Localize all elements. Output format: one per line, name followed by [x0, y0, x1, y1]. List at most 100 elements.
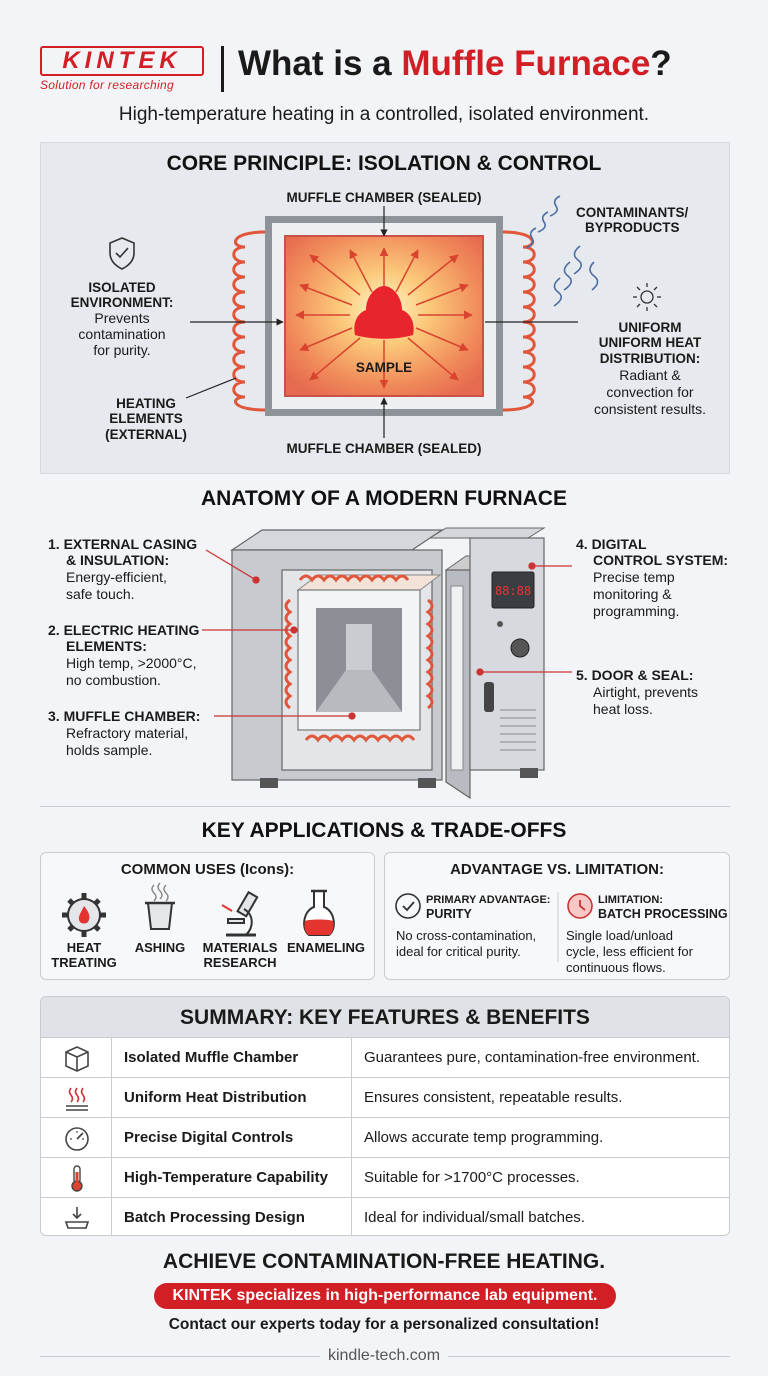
core-principle-heading: CORE PRINCIPLE: ISOLATION & CONTROL — [166, 152, 602, 175]
logo-tagline: Solution for researching — [40, 78, 174, 92]
advantage-label: PRIMARY ADVANTAGE: — [426, 894, 551, 906]
door-handle[interactable] — [484, 682, 494, 712]
advantage-name: PURITY — [426, 907, 472, 921]
label-chamber-top: MUFFLE CHAMBER (SEALED) — [286, 190, 482, 205]
anatomy-5-desc-b: heat loss. — [593, 701, 653, 717]
anatomy-2-desc-b: no combustion. — [66, 672, 161, 688]
advantage-desc-b: ideal for critical purity. — [396, 944, 521, 959]
tradeoff-icons — [395, 892, 593, 962]
chamber-floor — [316, 670, 402, 712]
anatomy-4-desc-c: programming. — [593, 603, 680, 619]
feature-benefit: Guarantees pure, contamination-free envi… — [364, 1049, 701, 1066]
limitation-label: LIMITATION: — [598, 894, 663, 906]
anatomy-2-title-b: ELEMENTS: — [66, 638, 147, 654]
kintek-logo[interactable]: KINTEK — [40, 46, 204, 76]
table-row: Batch Processing Design Ideal for indivi… — [41, 1197, 729, 1235]
anatomy-1-title-a: 1. EXTERNAL CASING — [48, 536, 198, 552]
digital-display — [491, 571, 535, 609]
anatomy-2-desc-a: High temp, >2000°C, — [66, 655, 197, 671]
feature-benefit: Ideal for individual/small batches. — [364, 1209, 585, 1226]
pointer-heating — [185, 377, 237, 399]
use-label-1b: TREATING — [51, 955, 117, 970]
page-title: What is a Muffle Furnace? — [238, 44, 672, 84]
title-suffix: ? — [650, 44, 672, 83]
label-uniform-3: DISTRIBUTION: — [599, 351, 701, 366]
box-icon — [55, 1044, 99, 1072]
display-readout: 88:88 — [495, 584, 531, 598]
tradeoff-box: ADVANTAGE VS. LIMITATION: — [384, 852, 730, 980]
chamber-back — [346, 624, 372, 670]
label-heating-1: HEATING — [116, 396, 176, 411]
feature-name: Batch Processing Design — [124, 1209, 305, 1226]
label-isolated-5: for purity. — [93, 342, 151, 358]
limitation-desc-a: Single load/unload — [566, 928, 673, 943]
label-uniform-2: UNIFORM HEAT — [598, 335, 702, 350]
logo-text: KINTEK — [62, 47, 182, 74]
anatomy-1-title-b: & INSULATION: — [66, 552, 170, 568]
crucible-icon — [145, 882, 175, 930]
label-isolated-1: ISOLATED — [88, 280, 156, 295]
header: KINTEK Solution for researching What is … — [0, 30, 768, 110]
label-isolated-2: ENVIRONMENT: — [70, 295, 174, 310]
foot-left — [260, 778, 278, 788]
use-label-3b: RESEARCH — [203, 955, 277, 970]
heating-coil-right — [502, 230, 536, 412]
anatomy-2-title-a: 2. ELECTRIC HEATING — [48, 622, 200, 638]
use-label-4: ENAMELING — [287, 940, 365, 955]
vent-slots — [500, 709, 536, 751]
callout-lines — [202, 549, 572, 720]
heating-coil-left — [232, 230, 266, 412]
sun-icon — [633, 283, 661, 311]
feature-benefit: Allows accurate temp programming. — [364, 1129, 604, 1146]
anatomy-4-desc-a: Precise temp — [593, 569, 675, 585]
heat-arrows — [295, 247, 473, 389]
summary-table: SUMMARY: KEY FEATURES & BENEFITS Isolate… — [40, 996, 730, 1236]
page-subtitle: High-temperature heating in a controlled… — [118, 104, 650, 125]
label-chamber-bottom: MUFFLE CHAMBER (SEALED) — [286, 441, 482, 456]
use-label-1a: HEAT — [66, 940, 102, 955]
label-sample: SAMPLE — [355, 360, 413, 375]
foot-right — [520, 768, 538, 778]
door-seal — [450, 585, 464, 771]
title-accent: Muffle Furnace — [401, 44, 651, 83]
limitation-desc-b: cycle, less efficient for — [566, 944, 693, 959]
panel-top — [428, 527, 546, 539]
anatomy-1-desc-b: safe touch. — [66, 586, 135, 602]
label-uniform-5: convection for — [606, 384, 694, 400]
feature-benefit: Ensures consistent, repeatable results. — [364, 1089, 623, 1106]
anatomy-3-desc-a: Refractory material, — [66, 725, 189, 741]
use-label-2: ASHING — [134, 940, 186, 955]
gauge-icon — [55, 1124, 99, 1152]
feature-name: Precise Digital Controls — [124, 1129, 294, 1146]
anatomy-heading: ANATOMY OF A MODERN FURNACE — [201, 487, 567, 510]
limitation-name: BATCH PROCESSING — [598, 907, 728, 921]
label-contaminants-2: BYPRODUCTS — [585, 220, 680, 235]
cta-contact: Contact our experts today for a personal… — [168, 1316, 600, 1333]
anatomy-3-title: 3. MUFFLE CHAMBER: — [48, 708, 201, 724]
anatomy-4-title-b: CONTROL SYSTEM: — [593, 552, 729, 568]
feature-benefit: Suitable for >1700°C processes. — [364, 1169, 580, 1186]
cta-headline: ACHIEVE CONTAMINATION-FREE HEATING. — [162, 1250, 606, 1273]
foot-mid — [418, 778, 436, 788]
shield-check-icon — [109, 237, 135, 270]
footer-link[interactable]: kindle-tech.com — [327, 1347, 441, 1364]
feature-name: Uniform Heat Distribution — [124, 1089, 307, 1106]
cta-banner[interactable]: KINTEK specializes in high-performance l… — [154, 1283, 616, 1309]
clock-icon — [567, 893, 593, 919]
control-knob[interactable] — [510, 638, 530, 658]
table-row: Uniform Heat Distribution Ensures consis… — [41, 1077, 729, 1118]
microscope-icon — [221, 890, 259, 937]
label-isolated-3: Prevents — [94, 310, 150, 326]
common-uses-title: COMMON USES (Icons): — [120, 861, 295, 878]
thermometer-icon — [55, 1164, 99, 1192]
footer-rule-left — [40, 1356, 320, 1357]
anatomy-4-desc-b: monitoring & — [593, 586, 672, 602]
label-uniform-6: consistent results. — [593, 401, 707, 417]
use-label-3a: MATERIALS — [202, 940, 278, 955]
uses-icons — [62, 882, 335, 937]
section-divider — [40, 806, 730, 807]
gear-flame-icon — [62, 893, 106, 937]
contaminant-waves — [525, 195, 599, 307]
flask-icon — [303, 889, 335, 936]
